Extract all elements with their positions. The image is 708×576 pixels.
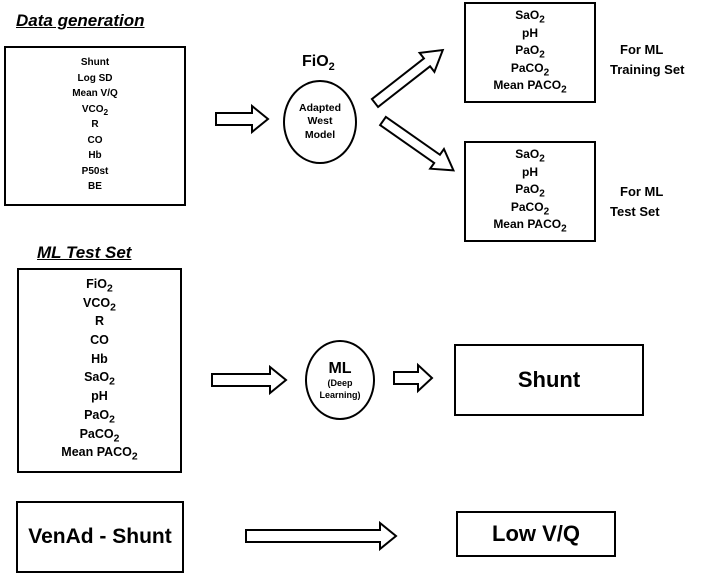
ml-node-title: ML bbox=[328, 359, 352, 377]
data-generation-input-box: Shunt Log SD Mean V/Q VCO2 R CO Hb P50st… bbox=[4, 46, 186, 206]
ml-input-hb: Hb bbox=[91, 351, 108, 366]
venad-shunt-label: VenAd - Shunt bbox=[28, 525, 172, 548]
training-set-label: For ML Training Set bbox=[610, 42, 685, 77]
ml-input-vco2: VCO2 bbox=[83, 295, 116, 314]
ml-input-mean-paco2: Mean PACO2 bbox=[61, 445, 138, 463]
arrow-model-to-training bbox=[370, 48, 445, 109]
ml-input-paO2: PaO2 bbox=[84, 407, 115, 426]
ml-node-sub-1: (Deep bbox=[327, 377, 353, 388]
adapted-west-model-node: Adapted West Model bbox=[283, 80, 357, 164]
input-log-sd: Log SD bbox=[77, 72, 113, 84]
test-paO2: PaO2 bbox=[515, 182, 545, 200]
model-line-2: West bbox=[307, 115, 333, 128]
low-vq-box: Low V/Q bbox=[456, 511, 616, 557]
input-be: BE bbox=[88, 181, 102, 193]
ml-node-sub-2: Learning) bbox=[319, 389, 361, 400]
ml-input-co: CO bbox=[90, 332, 109, 347]
training-ph: pH bbox=[522, 25, 538, 40]
training-paco2: PaCO2 bbox=[510, 60, 550, 79]
ml-input-r: R bbox=[94, 314, 105, 329]
arrow-inputs-to-model bbox=[215, 103, 270, 135]
training-paO2: PaO2 bbox=[515, 43, 545, 61]
training-mean-paco2: Mean PACO2 bbox=[493, 78, 567, 96]
test-saO2: SaO2 bbox=[515, 147, 545, 165]
input-mean-vq: Mean V/Q bbox=[72, 88, 118, 100]
test-set-label: For ML Test Set bbox=[610, 184, 664, 219]
arrow-model-to-test bbox=[378, 115, 456, 172]
input-shunt: Shunt bbox=[80, 57, 110, 69]
fio2-label: FiO2 bbox=[302, 53, 335, 74]
ml-test-set-heading: ML Test Set bbox=[37, 243, 132, 262]
input-r: R bbox=[91, 119, 99, 131]
arrow-venad-to-lowvq bbox=[245, 520, 398, 552]
data-generation-heading: Data generation bbox=[16, 11, 145, 30]
shunt-output-box: Shunt bbox=[454, 344, 644, 416]
model-line-3: Model bbox=[304, 128, 336, 141]
ml-deep-learning-node: ML (Deep Learning) bbox=[305, 340, 375, 420]
test-mean-paco2: Mean PACO2 bbox=[493, 217, 567, 235]
input-vco2: VCO2 bbox=[81, 103, 109, 117]
arrow-ml-to-shunt bbox=[393, 362, 434, 394]
shunt-output-label: Shunt bbox=[517, 367, 581, 392]
venad-shunt-box: VenAd - Shunt bbox=[16, 501, 184, 573]
test-paco2: PaCO2 bbox=[510, 199, 550, 218]
input-hb: Hb bbox=[88, 150, 102, 162]
input-co: CO bbox=[87, 134, 103, 146]
model-line-1: Adapted bbox=[299, 101, 341, 114]
ml-input-fio2: FiO2 bbox=[86, 276, 113, 295]
ml-input-paco2: PaCO2 bbox=[79, 426, 120, 445]
training-output-box: SaO2 pH PaO2 PaCO2 Mean PACO2 bbox=[464, 2, 596, 103]
arrow-testset-to-ml bbox=[211, 364, 288, 396]
test-ph: pH bbox=[522, 164, 538, 179]
input-p50st: P50st bbox=[81, 165, 109, 177]
ml-input-saO2: SaO2 bbox=[84, 370, 115, 388]
ml-test-set-input-box: FiO2 VCO2 R CO Hb SaO2 pH PaO2 PaCO2 Mea… bbox=[17, 268, 182, 473]
ml-input-ph: pH bbox=[91, 389, 108, 404]
training-saO2: SaO2 bbox=[515, 8, 545, 26]
test-output-box: SaO2 pH PaO2 PaCO2 Mean PACO2 bbox=[464, 141, 596, 242]
low-vq-label: Low V/Q bbox=[492, 521, 580, 546]
